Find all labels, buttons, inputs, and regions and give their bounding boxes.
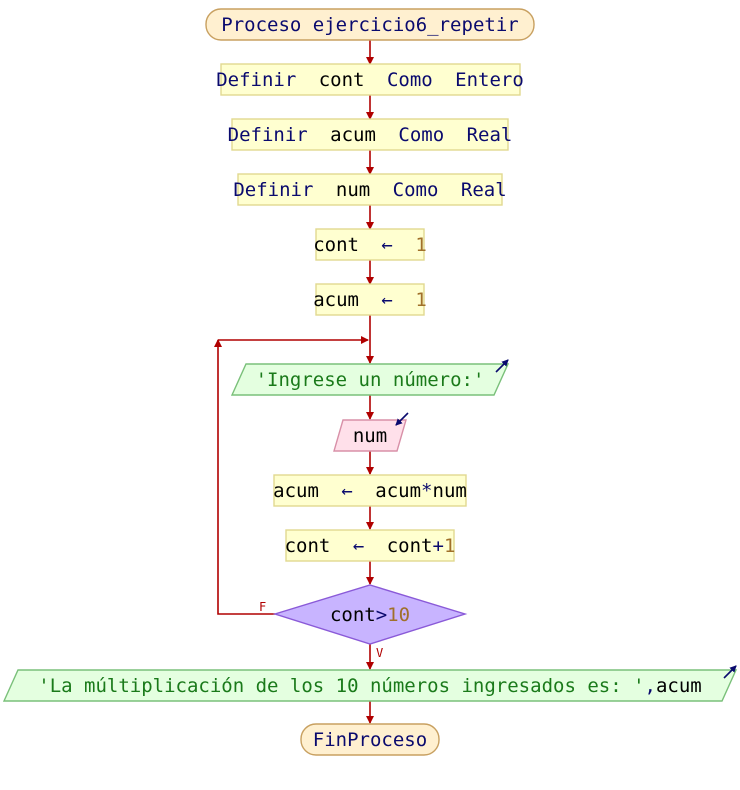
assign-cont-node: cont ← 1 [313,228,427,261]
condition-false-label: F [259,600,266,614]
svg-text:acum ← acum*num: acum ← acum*num [273,480,467,502]
end-node: FinProceso [300,723,440,756]
assign-acum-op: ← [381,289,392,311]
print-result-sep: , [645,675,656,697]
print-prompt-text: 'Ingrese un número:' [256,369,485,391]
condition-var: cont [330,604,376,626]
def-acum-keyword: Definir [228,124,308,146]
acum-update-node: acum ← acum*num [273,474,467,507]
condition-value: 10 [387,604,410,626]
acum-update-op: ← [341,480,352,502]
print-result-text: 'La múltiplicación de los 10 números ing… [38,675,644,697]
def-acum-node: Definir acum Como Real [228,118,513,151]
cont-update-node: cont ← cont+1 [285,529,456,562]
svg-text:Definir num Como: Definir num Como Real [233,179,506,201]
start-node: Proceso ejercicio6_repetir [205,8,535,41]
svg-text:cont ← cont+1: cont ← cont+1 [285,535,456,557]
read-num-var: num [353,425,387,447]
acum-update-expr-b: num [433,480,467,502]
svg-text:'La múltiplicación de los 10 n: 'La múltiplicación de los 10 números ing… [38,675,701,697]
loop-back-line [214,339,275,615]
def-num-keyword: Definir [233,179,313,201]
def-cont-keyword: Definir [216,69,296,91]
input-arrow-icon [395,412,409,426]
assign-cont-value: 1 [415,234,426,256]
def-num-node: Definir num Como Real [233,173,507,206]
def-acum-keyword2: Como [398,124,444,146]
condition-node: cont>10 F V [259,584,468,660]
def-num-keyword2: Como [393,179,439,201]
cont-update-expr-op: + [432,535,443,557]
assign-cont-var: cont [313,234,359,256]
svg-text:acum ← 1: acum ← 1 [313,289,427,311]
output-arrow-icon [495,359,509,373]
cont-update-expr-b: 1 [444,535,455,557]
output-arrow-icon [723,665,737,679]
cont-update-op: ← [353,535,364,557]
print-result-var: acum [656,675,702,697]
def-cont-var: cont [319,69,365,91]
svg-text:Definir acum Como: Definir acum Como Real [228,124,513,146]
svg-text:cont ← 1: cont ← 1 [313,234,427,256]
cont-update-expr-a: cont [387,535,433,557]
connectors [214,40,374,724]
acum-update-expr-op: * [421,480,432,502]
acum-update-expr-a: acum [375,480,421,502]
def-cont-keyword2: Como [387,69,433,91]
def-acum-var: acum [330,124,376,146]
read-num-node: num [333,412,409,452]
assign-acum-value: 1 [415,289,426,311]
print-prompt-node: 'Ingrese un número:' [230,359,510,396]
assign-acum-var: acum [313,289,359,311]
print-result-node: 'La múltiplicación de los 10 números ing… [2,665,738,702]
condition-op: > [376,604,387,626]
assign-cont-op: ← [381,234,392,256]
assign-acum-node: acum ← 1 [313,283,427,316]
def-cont-node: Definir cont Como Entero [216,63,524,96]
acum-update-var: acum [273,480,319,502]
end-label: FinProceso [313,729,427,751]
condition-true-label: V [376,646,383,660]
def-cont-type: Entero [455,69,524,91]
start-label: Proceso ejercicio6_repetir [221,14,518,36]
svg-text:cont>10: cont>10 [330,604,410,626]
def-num-var: num [336,179,370,201]
def-num-type: Real [461,179,507,201]
svg-text:Definir cont Como: Definir cont Como Entero [216,69,524,91]
def-acum-type: Real [467,124,513,146]
cont-update-var: cont [285,535,331,557]
